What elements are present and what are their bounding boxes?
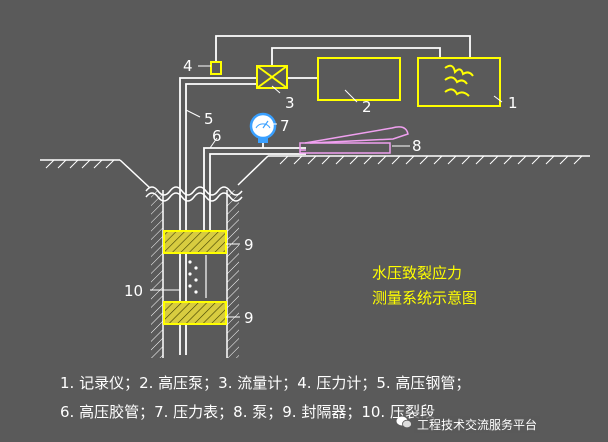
callout-5: 5 xyxy=(204,110,214,128)
callout-7: 7 xyxy=(280,117,290,135)
callout-9-upper: 9 xyxy=(244,236,254,254)
callout-6: 6 xyxy=(212,127,222,145)
packer-upper xyxy=(163,230,227,254)
wechat-icon xyxy=(396,416,412,429)
flowmeter-3 xyxy=(256,65,288,89)
pressure-gauge-7 xyxy=(249,112,277,143)
ground-hatch xyxy=(45,155,583,169)
fracture-section xyxy=(179,255,207,298)
pump-8 xyxy=(299,126,409,154)
callout-1: 1 xyxy=(508,94,518,112)
callout-8: 8 xyxy=(412,137,422,155)
legend-line2: 6. 高压胶管；7. 压力表；8. 泵；9. 封隔器；10. 压裂段 xyxy=(60,403,435,421)
break-marks xyxy=(145,186,243,202)
packer-lower xyxy=(163,301,227,325)
legend-line1: 1. 记录仪；2. 高压泵；3. 流量计；4. 压力计；5. 高压钢管； xyxy=(60,374,471,392)
watermark: 工程技术交流服务平台 xyxy=(414,416,541,433)
callout-3: 3 xyxy=(285,94,295,112)
callout-10: 10 xyxy=(124,282,143,300)
callout-2: 2 xyxy=(362,98,372,116)
high-pressure-pump-2 xyxy=(317,57,401,101)
leader-lines xyxy=(150,65,503,318)
callout-9-lower: 9 xyxy=(244,309,254,327)
pressure-gauge-4 xyxy=(210,61,222,75)
ground-surface xyxy=(40,155,590,189)
borehole-walls xyxy=(151,190,239,358)
diagram-title-line2: 测量系统示意图 xyxy=(372,289,478,307)
callout-4: 4 xyxy=(183,57,193,75)
diagram-title-line1: 水压致裂应力 xyxy=(372,264,463,282)
callouts: 4 3 2 1 5 6 7 8 9 9 10 xyxy=(124,57,518,327)
recorder-1 xyxy=(417,57,501,107)
